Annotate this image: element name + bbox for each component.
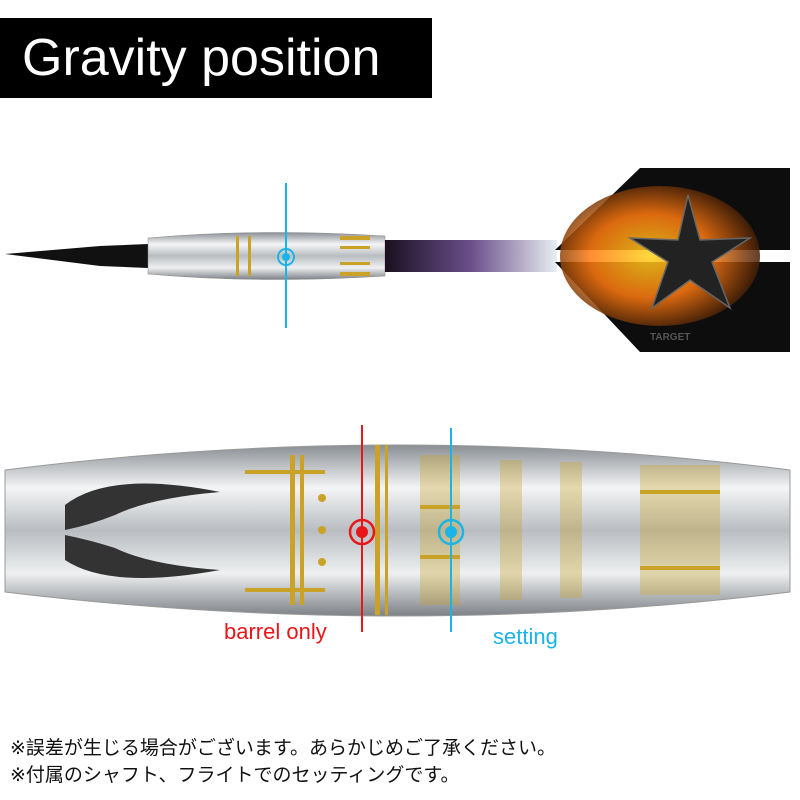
note-2: ※付属のシャフト、フライトでのセッティングです。 — [10, 764, 460, 786]
setting-label: setting — [493, 624, 558, 649]
barrel-small — [147, 232, 386, 280]
full-dart: TARGET — [5, 168, 790, 352]
note-1: ※誤差が生じる場合がございます。あらかじめご了承ください。 — [10, 737, 557, 759]
page-title: Gravity position — [0, 18, 432, 98]
soft-tip — [5, 244, 148, 268]
barrel-only-point — [356, 526, 368, 538]
flight-logo: TARGET — [650, 332, 690, 343]
shaft — [385, 240, 557, 272]
gravity-point-top — [282, 253, 290, 261]
tribal-design — [65, 483, 220, 578]
barrel-closeup — [4, 425, 791, 632]
setting-point — [445, 526, 457, 538]
star-icon — [627, 194, 753, 311]
barrel-only-label: barrel only — [224, 619, 327, 644]
